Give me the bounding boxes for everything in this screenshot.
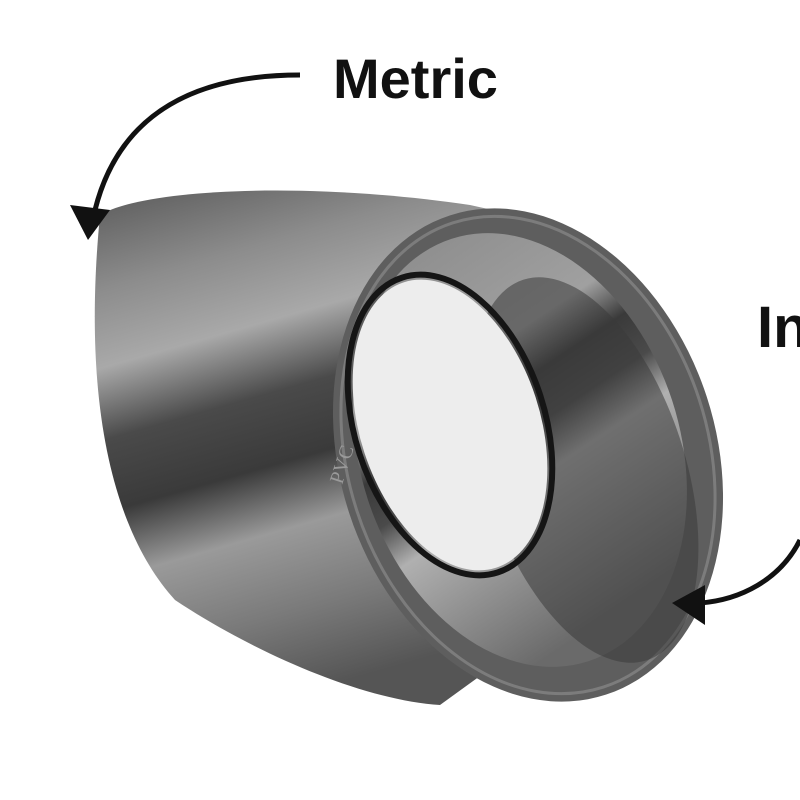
imperial-arrow-line [699, 538, 800, 606]
metric-arrow-line [92, 72, 301, 211]
metric-label: Metric [333, 47, 498, 110]
coupling-back-opening [352, 279, 548, 571]
imperial-arrowhead-icon [672, 585, 705, 625]
coupling-inner-shadow [471, 277, 699, 663]
coupling-ring-edge [339, 214, 717, 696]
metric-arrowhead-icon [70, 205, 110, 240]
coupling-back-rim [344, 271, 556, 579]
imperial-label: In [757, 295, 800, 360]
